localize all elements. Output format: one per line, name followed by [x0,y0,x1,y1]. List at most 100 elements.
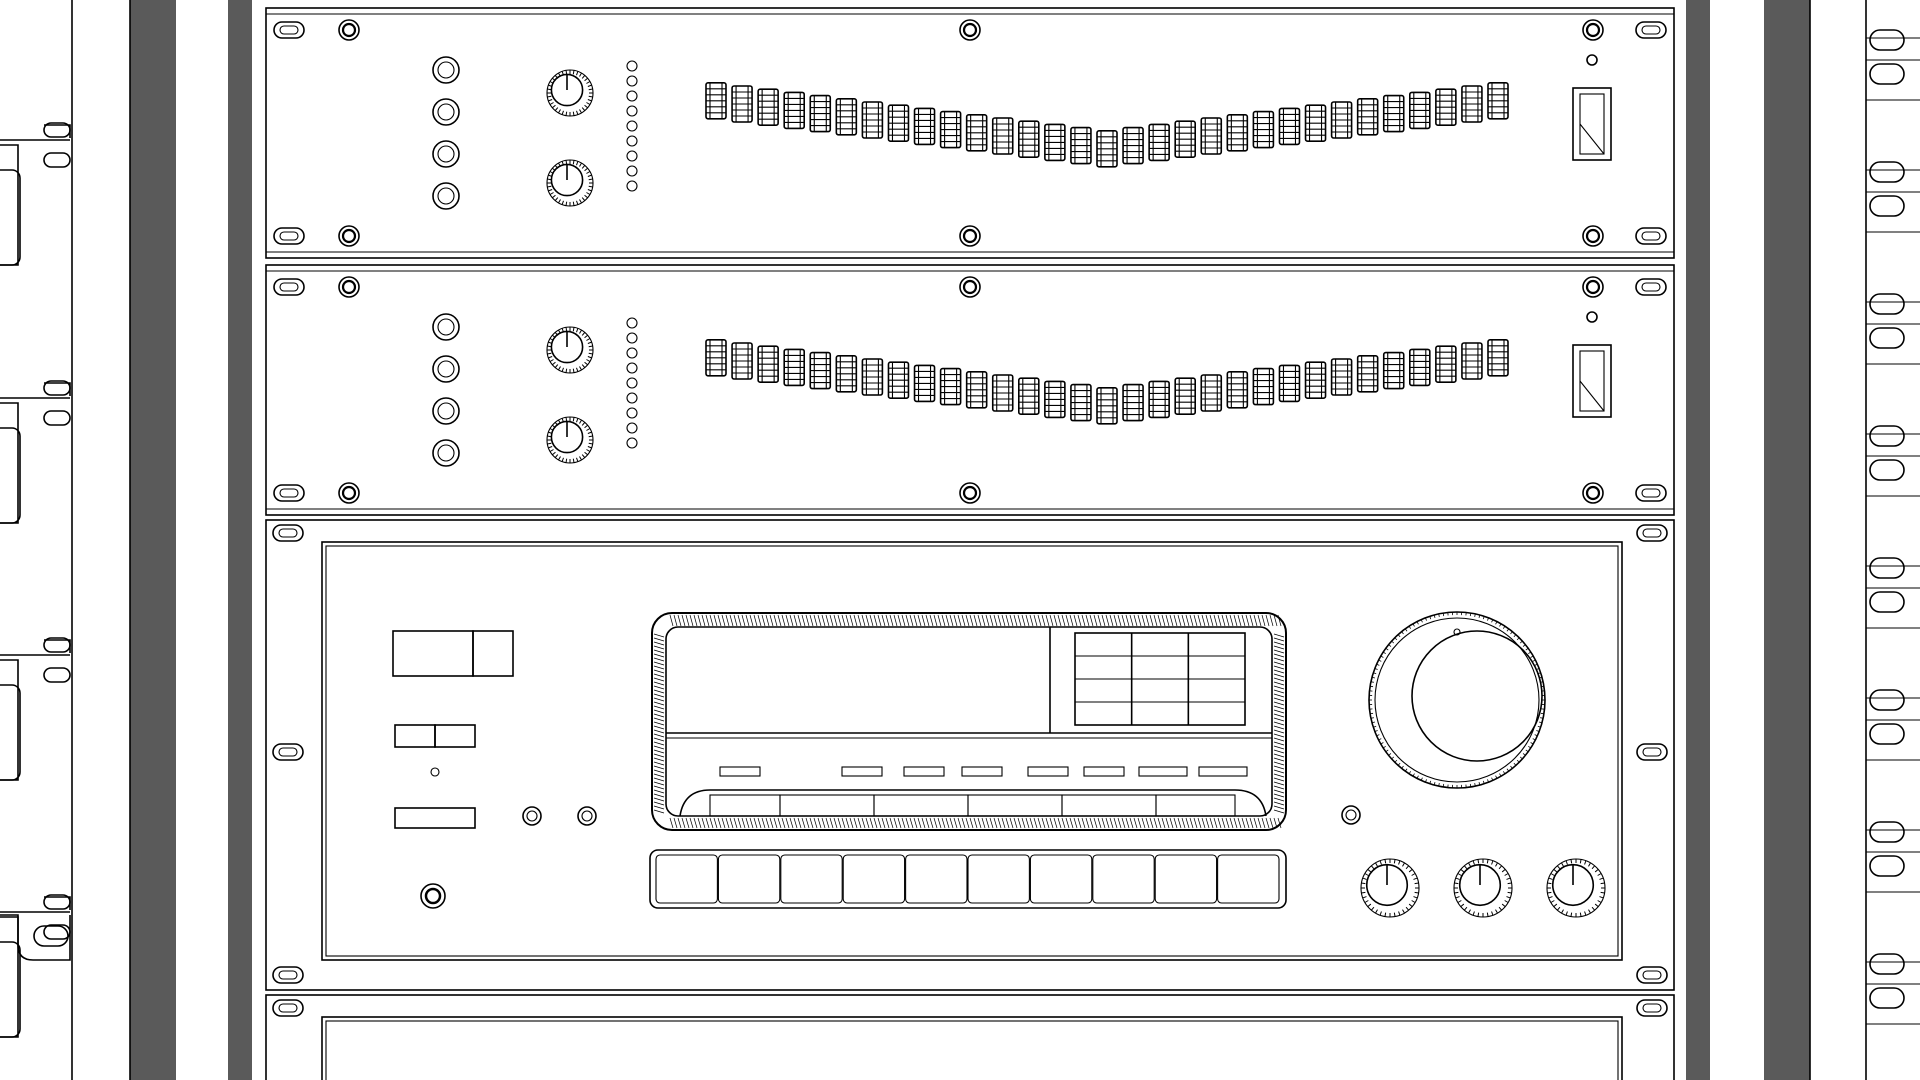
eq-fader[interactable] [939,110,962,149]
eq-fader[interactable] [1017,120,1040,158]
rocker-switch-icon[interactable] [1572,54,1612,161]
eq-fader[interactable] [1226,114,1249,152]
eq-fader[interactable] [991,117,1014,155]
eq-fader[interactable] [1200,117,1223,155]
eq-button[interactable] [432,182,460,210]
volume-knob-icon[interactable] [1368,611,1546,789]
eq-fader[interactable] [1382,351,1405,390]
function-button[interactable] [655,854,718,904]
eq-fader[interactable] [1044,123,1066,162]
jack-icon[interactable] [577,806,597,826]
eq-fader[interactable] [731,342,753,380]
function-button[interactable] [1029,854,1093,904]
eq-fader[interactable] [1070,126,1092,165]
function-button[interactable] [717,854,781,904]
rocker-switch-icon[interactable] [1572,311,1612,418]
eq-fader[interactable] [913,107,936,146]
eq-fader[interactable] [1174,377,1196,416]
function-button[interactable] [1154,854,1218,904]
eq-fader[interactable] [1409,348,1431,387]
eq-fader[interactable] [1356,354,1379,393]
level-knob-icon[interactable] [546,159,594,207]
eq-fader[interactable] [965,114,988,152]
balance-knob-icon[interactable] [1546,858,1606,918]
function-button[interactable] [842,854,906,904]
eq-fader[interactable] [1252,367,1275,406]
eq-fader[interactable] [1096,130,1118,168]
eq-fader[interactable] [1252,110,1275,149]
function-button[interactable] [780,854,843,904]
eq-fader[interactable] [1278,107,1301,146]
eq-button[interactable] [432,397,460,425]
eq-fader[interactable] [913,364,936,403]
fader-body [787,91,801,129]
eq-fader[interactable] [783,91,806,130]
volume-tooth [1401,631,1404,635]
eq-fader[interactable] [1200,374,1223,412]
function-button[interactable] [905,854,968,904]
gain-knob-icon[interactable] [546,326,594,374]
eq-fader[interactable] [1304,104,1327,142]
eq-fader[interactable] [705,82,727,120]
eq-fader[interactable] [1487,338,1509,377]
eq-fader[interactable] [1096,386,1118,425]
jack-icon[interactable] [522,806,542,826]
eq-button[interactable] [432,355,460,383]
eq-button[interactable] [432,439,460,467]
display-tab[interactable] [1155,794,1236,817]
eq-fader[interactable] [731,85,753,123]
function-button[interactable] [1217,854,1280,904]
eq-fader[interactable] [991,374,1014,412]
eq-fader[interactable] [861,358,884,396]
eq-fader[interactable] [861,101,884,139]
eq-button[interactable] [432,140,460,168]
eq-fader[interactable] [1487,82,1509,120]
eq-fader[interactable] [1122,126,1144,165]
level-knob-icon[interactable] [546,416,594,464]
eq-fader[interactable] [1435,88,1457,126]
eq-fader[interactable] [1330,358,1353,396]
eq-fader[interactable] [1278,364,1301,403]
eq-button[interactable] [432,313,460,341]
eq-fader[interactable] [1409,91,1431,130]
eq-fader[interactable] [1435,345,1457,384]
eq-fader[interactable] [1017,377,1040,416]
eq-fader[interactable] [887,361,910,400]
function-button[interactable] [1092,854,1155,904]
eq-fader[interactable] [939,367,962,406]
eq-fader[interactable] [835,354,858,393]
eq-fader[interactable] [1148,123,1170,162]
eq-button[interactable] [432,56,460,84]
eq-fader[interactable] [835,98,858,136]
eq-fader[interactable] [705,338,727,377]
eq-fader[interactable] [1174,120,1196,158]
eq-button[interactable] [432,98,460,126]
eq-fader[interactable] [757,88,779,126]
treble-knob-icon[interactable] [1453,858,1513,918]
eq-fader[interactable] [1304,361,1327,400]
eq-fader[interactable] [965,370,988,409]
selector-button[interactable] [434,724,476,748]
eq-fader[interactable] [783,348,806,387]
eq-fader[interactable] [1461,342,1483,380]
eq-fader[interactable] [809,351,832,390]
eq-fader[interactable] [1382,94,1405,133]
gain-knob-icon[interactable] [546,69,594,117]
eq-fader[interactable] [1226,370,1249,409]
input-button[interactable] [394,807,476,829]
eq-fader[interactable] [757,345,779,384]
eq-fader[interactable] [809,94,832,133]
eq-fader[interactable] [1148,380,1170,419]
eq-fader[interactable] [1044,380,1066,419]
eq-fader[interactable] [1070,383,1092,422]
eq-fader[interactable] [1122,383,1144,422]
headphone-jack-icon[interactable] [420,883,446,909]
function-button[interactable] [967,854,1030,904]
eq-fader[interactable] [887,104,910,142]
bass-knob-icon[interactable] [1360,858,1420,918]
eq-fader[interactable] [1356,98,1379,136]
mode-button[interactable] [472,630,514,677]
eq-fader[interactable] [1330,101,1353,139]
switch-rocker-edge [1579,123,1605,155]
eq-fader[interactable] [1461,85,1483,123]
